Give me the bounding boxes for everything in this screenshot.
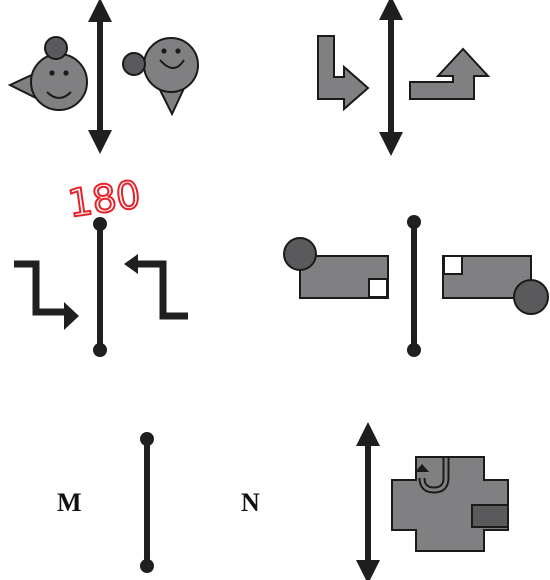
panel-bent-arrows bbox=[318, 8, 488, 144]
smiley-face-icon bbox=[10, 37, 87, 110]
rectangle-circle-icon bbox=[443, 256, 548, 314]
axis-end-dot bbox=[407, 343, 421, 357]
axis-end-dot bbox=[140, 432, 154, 446]
panel-faces bbox=[10, 10, 198, 142]
axis-end-dot bbox=[140, 559, 154, 573]
panel-rectangles bbox=[284, 215, 548, 357]
zigzag-arrow-icon bbox=[124, 254, 188, 316]
cross-shape-icon bbox=[392, 457, 508, 551]
zigzag-arrow-icon bbox=[14, 264, 79, 330]
panel-zigzag-arrows: 180 bbox=[14, 172, 188, 357]
panel-m: M bbox=[57, 432, 154, 573]
axis-end-dot bbox=[93, 343, 107, 357]
label-m: M bbox=[57, 488, 82, 517]
label-n: N bbox=[241, 488, 260, 517]
bent-arrow-icon bbox=[410, 49, 488, 99]
axis-end-dot bbox=[407, 215, 421, 229]
smiley-face-icon bbox=[123, 38, 198, 114]
bent-arrow-icon bbox=[318, 36, 368, 109]
rectangle-circle-icon bbox=[284, 238, 388, 298]
panel-n: N bbox=[241, 434, 508, 572]
handwritten-annotation: 180 bbox=[65, 172, 143, 226]
